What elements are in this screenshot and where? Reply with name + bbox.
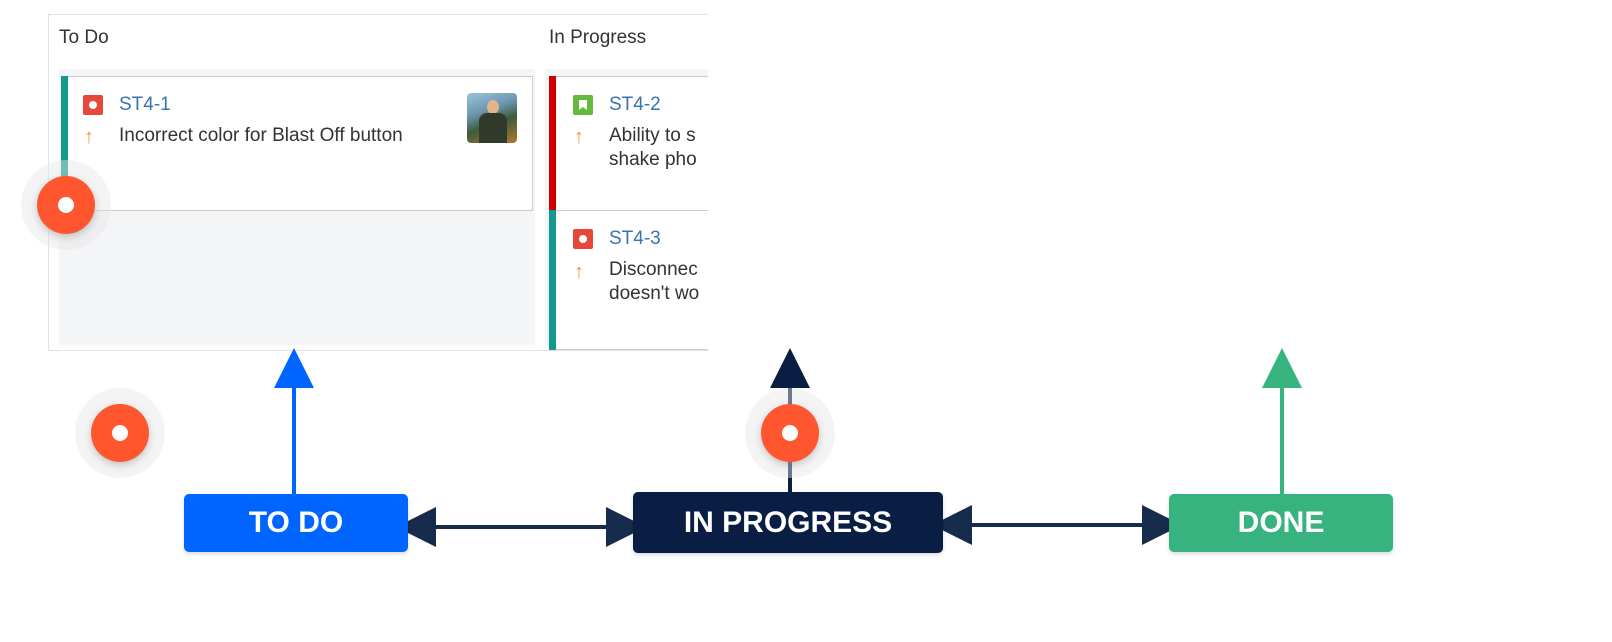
issue-card[interactable]: ST4-1 ↑ Incorrect color for Blast Off bu… bbox=[61, 76, 533, 211]
issue-summary: Disconnec bbox=[609, 259, 698, 280]
issue-key[interactable]: ST4-2 bbox=[609, 94, 661, 115]
hotspot-marker[interactable] bbox=[91, 404, 149, 462]
priority-high-icon: ↑ bbox=[574, 126, 584, 148]
issue-key[interactable]: ST4-1 bbox=[119, 94, 171, 115]
assignee-avatar[interactable] bbox=[467, 93, 517, 143]
issue-summary: doesn't wo bbox=[609, 283, 700, 304]
issue-summary: Ability to s bbox=[609, 125, 696, 146]
column-title-todo: To Do bbox=[59, 27, 109, 48]
issue-summary: Incorrect color for Blast Off button bbox=[119, 125, 403, 146]
kanban-board: To Do In Progress ST4-1 ↑ Incorrect colo… bbox=[48, 14, 708, 351]
bug-type-icon bbox=[573, 229, 593, 249]
card-stripe bbox=[61, 76, 68, 211]
status-todo-button[interactable]: TO DO bbox=[184, 494, 408, 552]
status-in-progress-button[interactable]: IN PROGRESS bbox=[633, 492, 943, 553]
bug-type-icon bbox=[83, 95, 103, 115]
card-stripe bbox=[549, 76, 556, 211]
priority-high-icon: ↑ bbox=[574, 261, 584, 283]
column-title-in-progress: In Progress bbox=[549, 27, 647, 48]
issue-card[interactable]: ST4-3 ↑ Disconnec doesn't wo bbox=[549, 210, 708, 350]
status-done-button[interactable]: DONE bbox=[1169, 494, 1393, 552]
story-type-icon bbox=[573, 95, 593, 115]
issue-key[interactable]: ST4-3 bbox=[609, 228, 661, 249]
hotspot-marker[interactable] bbox=[761, 404, 819, 462]
card-stripe bbox=[549, 210, 556, 350]
priority-high-icon: ↑ bbox=[84, 126, 94, 148]
issue-summary: shake pho bbox=[609, 149, 697, 170]
issue-card[interactable]: ST4-2 ↑ Ability to s shake pho bbox=[549, 76, 708, 211]
hotspot-marker[interactable] bbox=[37, 176, 95, 234]
